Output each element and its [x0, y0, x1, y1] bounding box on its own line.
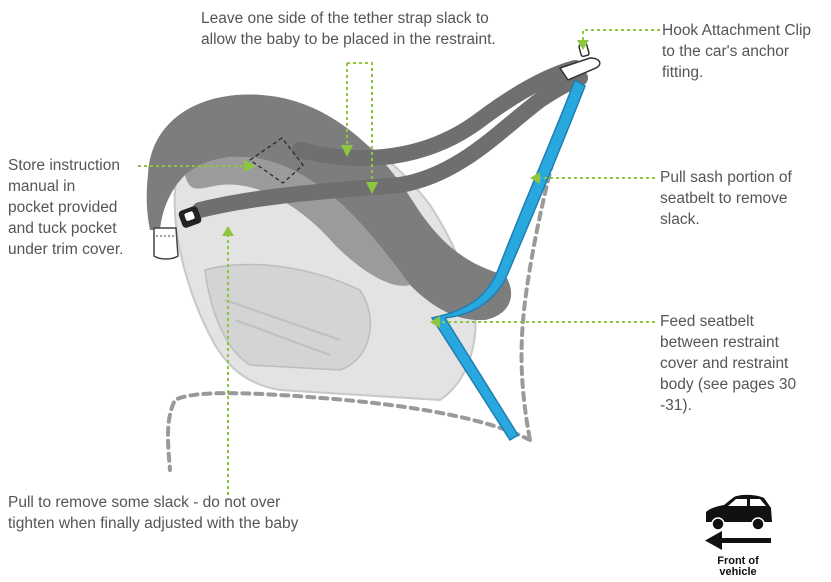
store-manual-note: Store instruction manual in pocket provi…: [8, 155, 123, 260]
front-of-vehicle-caption: Front of vehicle: [700, 556, 776, 578]
hook-clip-note: Hook Attachment Clip to the car's anchor…: [662, 20, 811, 83]
hook-clip-icon: [560, 43, 600, 80]
pull-slack-note: Pull to remove some slack - do not over …: [8, 492, 298, 534]
feed-seatbelt-note: Feed seatbelt between restraint cover an…: [660, 311, 796, 416]
arrow-left-icon: [705, 531, 771, 550]
car-icon: [706, 495, 772, 530]
instruction-pocket-icon: [154, 228, 178, 259]
tether-slack-note: Leave one side of the tether strap slack…: [201, 8, 496, 50]
pull-sash-note: Pull sash portion of seatbelt to remove …: [660, 167, 792, 230]
